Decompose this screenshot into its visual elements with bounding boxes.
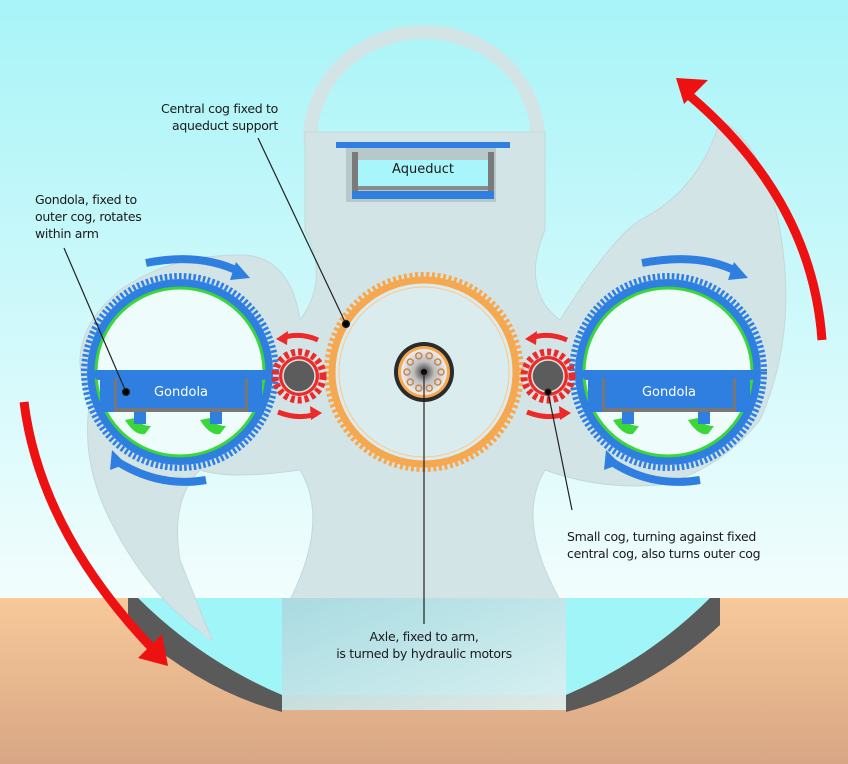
- axle-annotation-line: is turned by hydraulic motors: [336, 646, 512, 661]
- axle-bolt: [406, 378, 414, 386]
- central-cog-annotation: Central cog fixed to aqueduct support: [118, 100, 278, 134]
- wheel-rotation-arrows: [19, 92, 827, 652]
- small-cog-annotation: Small cog, turning against fixed central…: [567, 528, 761, 562]
- aqueduct: [336, 142, 510, 202]
- left-small-cog: [271, 348, 327, 404]
- small-cog-annotation-line: central cog, also turns outer cog: [567, 546, 761, 561]
- wheel-arrowheads: [138, 78, 708, 666]
- right-small-cog: [520, 348, 576, 404]
- axle-bolt: [414, 384, 423, 392]
- axle-bolt: [406, 358, 414, 366]
- aqueduct-label: Aqueduct: [392, 162, 454, 177]
- axle-bolt: [434, 378, 442, 386]
- right-gondola: [582, 370, 756, 435]
- gondola-annotation-line: outer cog, rotates: [35, 209, 142, 224]
- aqueduct-arch: [303, 25, 545, 141]
- axle-bolt: [434, 358, 442, 366]
- axle-annotation: Axle, fixed to arm, is turned by hydraul…: [300, 628, 548, 662]
- arm-tip-left: [90, 400, 212, 642]
- left-gondola: [94, 370, 268, 435]
- gondola-annotation: Gondola, fixed to outer cog, rotates wit…: [35, 191, 142, 242]
- right-gondola-label: Gondola: [641, 385, 697, 400]
- gondola-annotation-line: within arm: [35, 226, 99, 241]
- axle-bolt: [403, 368, 411, 376]
- axle-bolt: [437, 368, 445, 376]
- axle-bolt: [425, 384, 434, 392]
- central-cog-annotation-line: aqueduct support: [171, 118, 278, 133]
- axle-bolt: [414, 352, 423, 360]
- gondola-arrowheads: [110, 262, 748, 470]
- central-cog-annotation-line: Central cog fixed to: [161, 101, 278, 116]
- leader-lines: [63, 137, 573, 624]
- small-cog-annotation-line: Small cog, turning against fixed: [567, 529, 757, 544]
- axle-annotation-line: Axle, fixed to arm,: [369, 629, 479, 644]
- gondola-rotation-arrows: [115, 255, 740, 486]
- gondola-annotation-line: Gondola, fixed to: [35, 192, 137, 207]
- axle-bolt: [425, 352, 434, 360]
- small-cog-arrowheads: [276, 331, 571, 420]
- left-gondola-label: Gondola: [153, 385, 209, 400]
